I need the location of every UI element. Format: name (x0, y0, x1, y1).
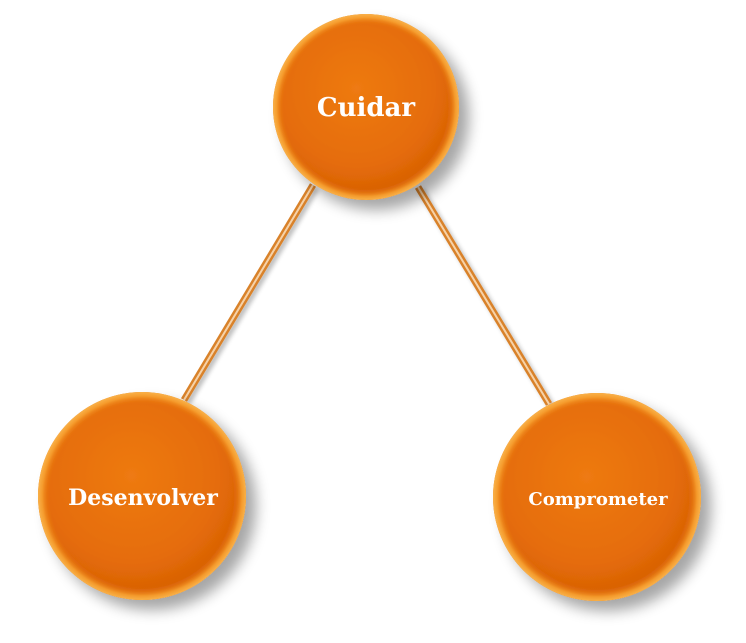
node-desenvolver-label: Desenvolver (68, 485, 218, 511)
connector-top-left (180, 183, 317, 402)
connector-top-right (415, 185, 552, 406)
node-cuidar-label: Cuidar (317, 93, 416, 123)
node-cuidar (273, 14, 459, 200)
node-comprometer-label: Comprometer (528, 489, 668, 510)
node-comprometer (493, 393, 701, 601)
node-desenvolver (38, 392, 246, 600)
